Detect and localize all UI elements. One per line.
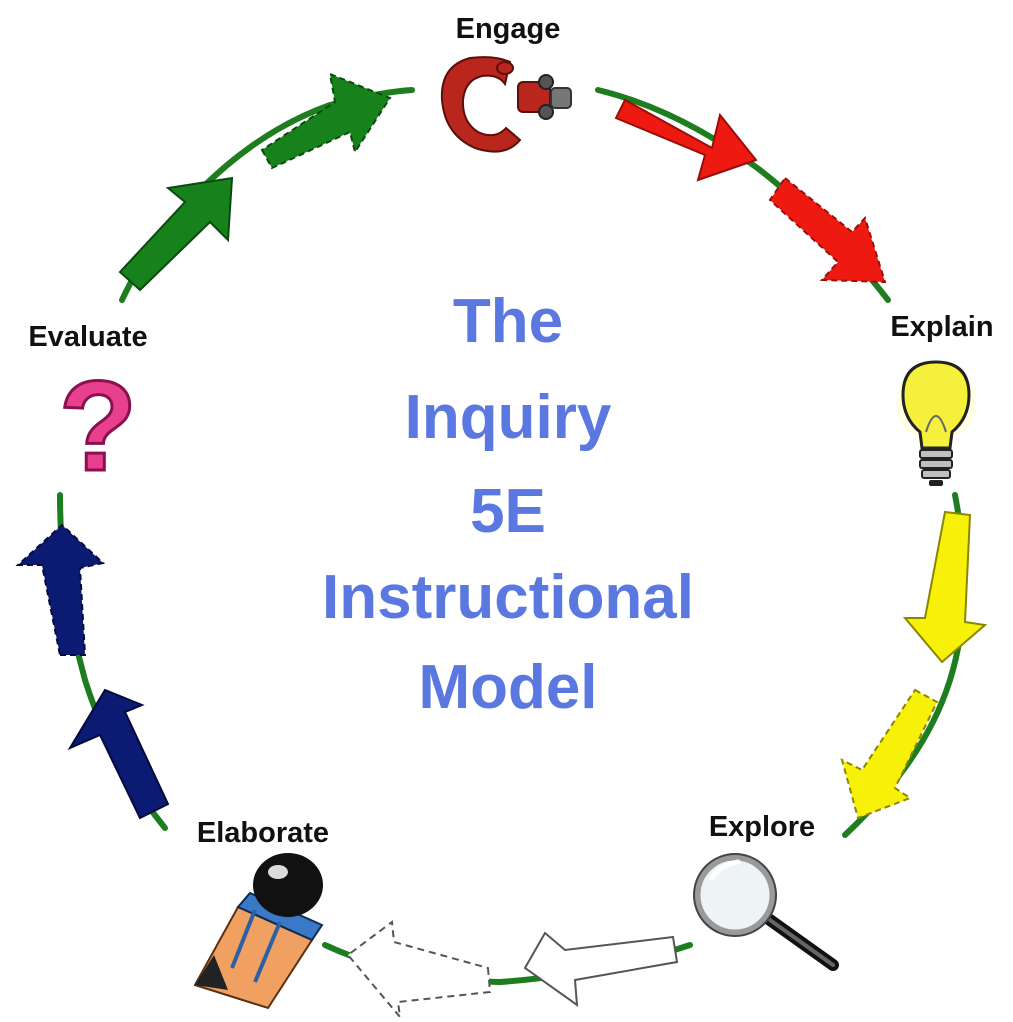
title-line-1: The <box>453 287 563 356</box>
light-bulb-icon <box>896 360 976 486</box>
arrow-elaborate-to-evaluate <box>15 523 170 820</box>
question-mark-icon: ? <box>57 354 138 500</box>
title-line-2: Inquiry <box>405 383 612 452</box>
pencil-with-ball-icon <box>193 853 324 1010</box>
crane-hook-icon <box>440 56 572 153</box>
center-title: The Inquiry 5E Instructional Model <box>322 287 694 722</box>
title-line-5: Model <box>418 653 597 722</box>
arrow-evaluate-to-engage <box>118 72 392 292</box>
phase-label-engage: Engage <box>456 13 561 45</box>
svg-text:?: ? <box>59 355 137 498</box>
title-line-4: Instructional <box>322 563 694 632</box>
phase-label-elaborate: Elaborate <box>197 817 329 849</box>
arrow-engage-to-explain <box>614 98 887 284</box>
arrow-explore-to-elaborate <box>346 920 679 1021</box>
phase-label-explore: Explore <box>709 811 815 843</box>
magnifying-glass-icon <box>693 853 839 971</box>
title-line-3: 5E <box>470 477 546 546</box>
arrow-explain-to-explore <box>840 510 988 820</box>
phase-label-explain: Explain <box>890 311 993 343</box>
phase-label-evaluate: Evaluate <box>28 321 147 353</box>
